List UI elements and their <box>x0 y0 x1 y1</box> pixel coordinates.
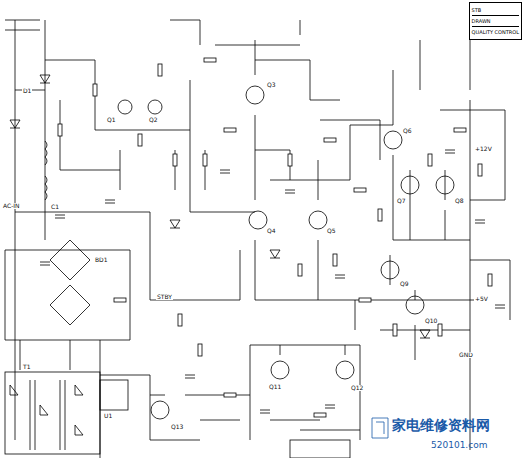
resistor-symbol <box>393 324 397 336</box>
resistor-symbol <box>158 64 162 76</box>
capacitor-symbol <box>475 220 485 223</box>
title-block: STBDRAWNQUALITY CONTROL <box>469 2 522 40</box>
part-label: C1 <box>50 204 60 210</box>
resistor-symbol <box>378 209 382 221</box>
ic <box>100 380 350 458</box>
resistor-symbol <box>203 154 207 166</box>
resistor-symbol <box>173 154 177 166</box>
resistor-symbol <box>314 413 326 417</box>
resistor-symbol <box>58 124 62 136</box>
resistor-symbol <box>204 58 216 62</box>
capacitor-symbol <box>220 170 230 173</box>
part-label: STBY <box>156 294 173 300</box>
capacitor-symbol <box>335 275 345 278</box>
resistor-symbol <box>198 344 202 356</box>
part-label: Q10 <box>424 318 438 324</box>
part-label: +12V <box>474 146 493 152</box>
resistor-symbol <box>224 128 236 132</box>
resistor-symbol <box>438 324 442 336</box>
capacitor-symbol <box>40 262 50 265</box>
resistor-symbol <box>478 164 482 176</box>
title-text: DRAWN <box>472 16 519 27</box>
resistor-symbol <box>333 254 337 266</box>
resistors <box>58 58 492 417</box>
part-label: Q9 <box>399 281 410 287</box>
resistor-symbol <box>224 393 236 397</box>
capacitor-symbol <box>105 200 115 203</box>
coils <box>45 141 47 200</box>
transistors <box>118 86 454 419</box>
capacitor-symbol <box>185 375 195 378</box>
part-label: Q5 <box>326 228 337 234</box>
watermark: 家电维修资料网 <box>391 418 491 432</box>
capacitor-symbol <box>495 305 505 308</box>
diodes <box>10 75 430 338</box>
capacitor-symbol <box>55 215 65 218</box>
part-label: +5V <box>474 296 489 302</box>
wires <box>5 20 510 458</box>
logo-box <box>372 418 388 438</box>
part-label: AC-IN <box>2 203 21 209</box>
part-label: Q7 <box>396 198 407 204</box>
resistor-symbol <box>298 264 302 276</box>
resistor-symbol <box>178 314 182 326</box>
part-label: U1 <box>103 413 113 419</box>
part-label: Q12 <box>350 385 364 391</box>
part-label: BD1 <box>94 257 109 263</box>
part-label: T1 <box>22 364 31 370</box>
capacitors <box>40 150 505 413</box>
resistor-symbol <box>93 84 97 96</box>
part-label: Q11 <box>268 384 282 390</box>
resistor-symbol <box>138 134 142 146</box>
title-text: STB <box>472 5 519 16</box>
resistor-symbol <box>114 298 126 302</box>
resistor-symbol <box>359 298 371 302</box>
part-label: Q4 <box>266 228 277 234</box>
part-label: Q13 <box>170 424 184 430</box>
watermark: 520101.com <box>430 441 488 450</box>
resistor-symbol <box>454 128 466 132</box>
part-label: GND <box>458 352 474 358</box>
title-text: QUALITY CONTROL <box>472 27 519 37</box>
part-label: Q6 <box>402 128 413 134</box>
resistor-symbol <box>324 138 336 142</box>
resistor-symbol <box>354 188 366 192</box>
part-label: Q1 <box>106 117 117 123</box>
part-label: Q8 <box>454 198 465 204</box>
part-label: D1 <box>22 88 32 94</box>
transformer <box>5 372 100 454</box>
capacitor-symbol <box>260 410 270 413</box>
capacitor-symbol <box>445 150 455 153</box>
resistor-symbol <box>428 154 432 166</box>
bridge-rectifier <box>50 240 90 325</box>
resistor-symbol <box>488 274 492 286</box>
capacitor-symbol <box>285 190 295 193</box>
part-label: Q2 <box>148 117 159 123</box>
part-label: Q3 <box>266 82 277 88</box>
resistor-symbol <box>288 154 292 166</box>
capacitor-symbol <box>325 405 335 408</box>
